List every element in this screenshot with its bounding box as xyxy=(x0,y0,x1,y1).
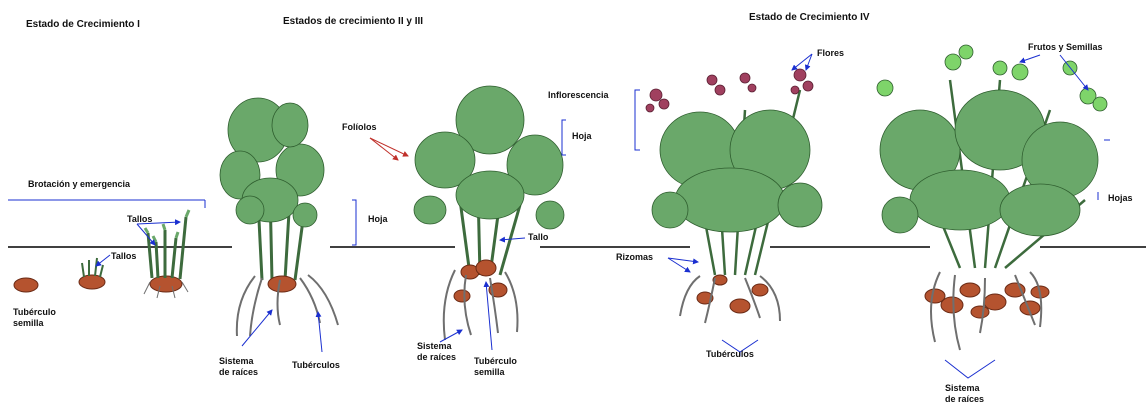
label-hoja-2: Hoja xyxy=(572,131,592,142)
sprouting-tuber xyxy=(79,258,105,289)
plant-stage-2 xyxy=(220,98,338,336)
label-frutos-semillas: Frutos y Semillas xyxy=(1028,42,1103,53)
label-sistema-raices-2: Sistema de raíces xyxy=(417,341,456,363)
label-sistema-raices-1: Sistema de raíces xyxy=(219,356,258,378)
stage-1-title: Estado de Crecimiento I xyxy=(26,19,140,30)
stage-4-title: Estado de Crecimiento IV xyxy=(749,12,870,23)
label-inflorescencia: Inflorescencia xyxy=(548,90,609,101)
stage-2-3-title: Estados de crecimiento II y III xyxy=(283,16,423,27)
label-hojas: Hojas xyxy=(1108,193,1133,204)
label-tuberculos-1: Tubérculos xyxy=(292,360,340,371)
seed-tuber xyxy=(14,278,38,292)
plant-stage-3 xyxy=(414,86,564,340)
label-flores: Flores xyxy=(817,48,844,59)
label-tallos-lower: Tallos xyxy=(111,251,136,262)
label-tallos-upper: Tallos xyxy=(127,214,152,225)
label-sistema-raices-3: Sistema de raíces xyxy=(945,383,984,405)
plant-flowering xyxy=(646,69,822,323)
label-hoja-1: Hoja xyxy=(368,214,388,225)
label-rizomas: Rizomas xyxy=(616,252,653,263)
label-tuberculos-2: Tubérculos xyxy=(706,349,754,360)
label-tuberculo-semilla-1: Tubérculo semilla xyxy=(13,307,56,329)
label-foliolos: Folíolos xyxy=(342,122,377,133)
label-brotacion: Brotación y emergencia xyxy=(28,179,130,190)
plant-mature xyxy=(877,45,1107,350)
label-tuberculo-semilla-2: Tubérculo semilla xyxy=(474,356,517,378)
label-tallo: Tallo xyxy=(528,232,548,243)
